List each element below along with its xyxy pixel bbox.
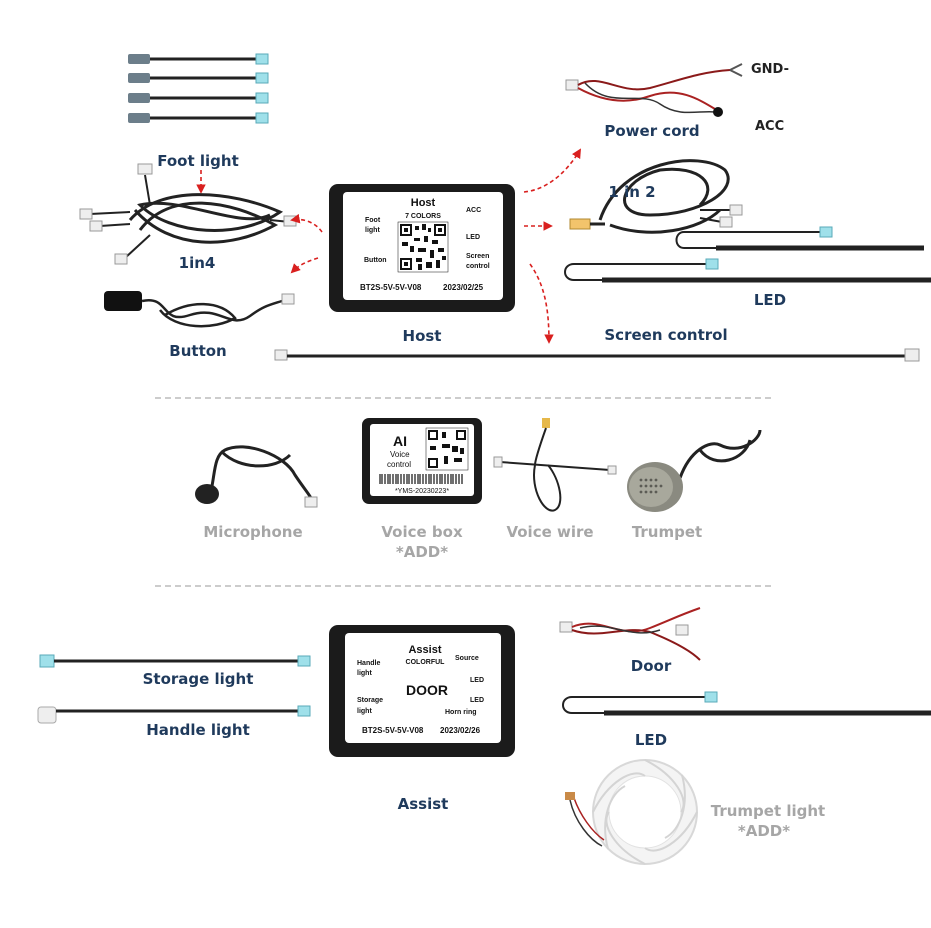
button-arrow: [290, 257, 319, 274]
host-box-foot: Foot: [365, 217, 381, 224]
trumpet-light-ring: [565, 759, 698, 865]
assist-box-storage: Storage: [357, 697, 383, 704]
assist-box-handle-light: light: [357, 670, 372, 677]
trumpet-component: [627, 429, 762, 512]
led-top-label: LED: [754, 291, 786, 309]
host-box: Host 7 COLORS Foot light Button ACC LED …: [329, 184, 515, 312]
handle-light-label: Handle light: [146, 721, 250, 739]
one-in-two-label: 1 in 2: [608, 183, 655, 201]
foot-light-cable: [128, 112, 269, 124]
assist-label: Assist: [398, 795, 449, 813]
assist-box-storage-light: light: [357, 708, 372, 715]
voice-box-qr-code: [425, 427, 469, 471]
voice-wire: [493, 418, 617, 512]
host-qr-code: [397, 221, 449, 273]
assist-box: Assist COLORFUL DOOR Handle light Storag…: [329, 625, 515, 757]
assist-box-horn: Horn ring: [445, 709, 477, 716]
screen-arrow: [529, 263, 554, 344]
led-strip-bottom: [562, 691, 931, 716]
voice-box-line2: control: [387, 460, 411, 469]
voice-box-line1: Voice: [390, 450, 410, 459]
one-in-four-harness: [79, 163, 297, 265]
voice-box-barcode-text: *YMS-20230223*: [395, 488, 449, 495]
voice-box-label: Voice box: [381, 523, 463, 541]
screen-control-cable: [274, 348, 920, 362]
host-box-button: Button: [364, 257, 387, 264]
foot-light-label: Foot light: [157, 152, 239, 170]
host-box-acc: ACC: [466, 207, 481, 214]
assist-box-title: Assist: [408, 644, 441, 656]
foot-light-cable: [128, 53, 269, 65]
foot-light-cable: [128, 92, 269, 104]
one-in-two-harness: [569, 159, 743, 234]
storage-light-cable: [39, 654, 311, 668]
assist-box-source: Source: [455, 655, 479, 662]
host-box-led: LED: [466, 234, 480, 241]
assist-box-led1: LED: [470, 677, 484, 684]
door-cable: [559, 607, 701, 661]
assist-box-model: BT2S-5V-5V-V08: [362, 726, 424, 735]
harness-arrow: [290, 213, 323, 233]
host-box-screen: Screen: [466, 253, 489, 260]
host-box-control: control: [466, 263, 490, 270]
host-box-date: 2023/02/25: [443, 283, 484, 292]
button-label: Button: [169, 342, 226, 360]
one-in-four-label: 1in4: [179, 254, 216, 272]
host-box-subtitle: 7 COLORS: [405, 213, 441, 220]
button-component: [104, 291, 295, 328]
host-label: Host: [403, 327, 442, 345]
microphone-label: Microphone: [203, 523, 302, 541]
foot-light-cables: [128, 53, 269, 124]
assist-box-door: DOOR: [406, 682, 448, 698]
voice-box-title: AI: [393, 433, 407, 449]
led-strip-top: [564, 226, 931, 283]
led-bottom-label: LED: [635, 731, 667, 749]
acc-label: ACC: [755, 119, 784, 134]
host-box-light: light: [365, 227, 380, 234]
host-box-title: Host: [411, 197, 436, 209]
storage-light-label: Storage light: [143, 670, 254, 688]
voice-box: AI Voice control *YMS-20230223*: [362, 418, 482, 504]
microphone-component: [195, 445, 318, 508]
trumpet-light-add-label: *ADD*: [738, 822, 790, 840]
host-box-model: BT2S-5V-5V-V08: [360, 283, 422, 292]
screen-control-label: Screen control: [604, 326, 727, 344]
voice-box-add-label: *ADD*: [396, 543, 448, 561]
door-label: Door: [631, 657, 672, 675]
voice-box-barcode: [378, 474, 466, 484]
power-cord: [565, 63, 743, 117]
trumpet-light-label: Trumpet light: [711, 802, 825, 820]
handle-light-cable: [37, 705, 311, 724]
assist-box-subtitle: COLORFUL: [406, 659, 446, 666]
assist-box-led2: LED: [470, 697, 484, 704]
voice-wire-label: Voice wire: [506, 523, 593, 541]
trumpet-label: Trumpet: [632, 523, 702, 541]
assist-box-date: 2023/02/26: [440, 726, 481, 735]
assist-box-handle: Handle: [357, 660, 380, 667]
foot-light-cable: [128, 72, 269, 84]
power-cord-label: Power cord: [604, 122, 699, 140]
gnd-label: GND-: [751, 62, 789, 77]
power-arrow: [523, 148, 581, 193]
